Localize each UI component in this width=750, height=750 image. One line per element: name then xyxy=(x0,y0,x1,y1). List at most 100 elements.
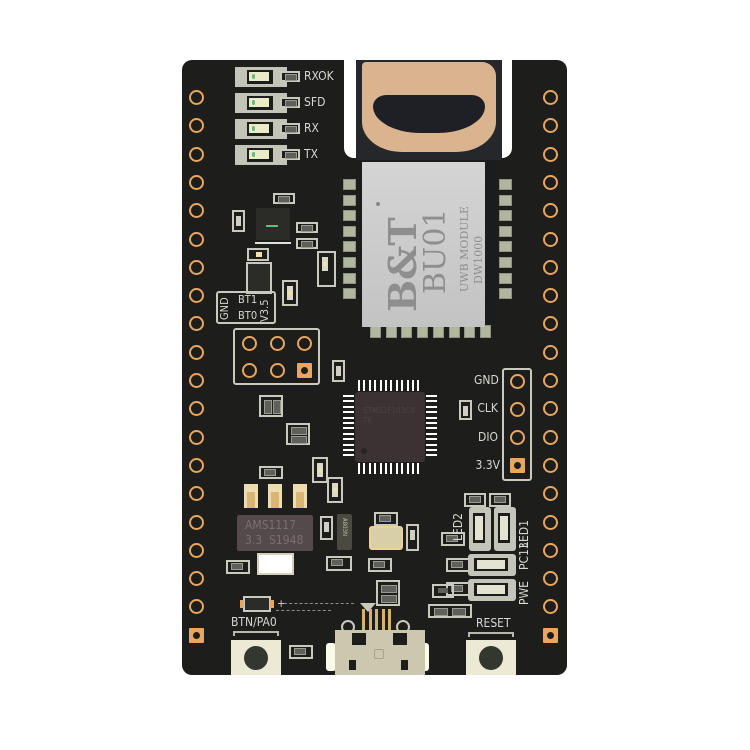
swd-pin-clk[interactable] xyxy=(510,402,525,417)
header-pin-square[interactable] xyxy=(543,627,558,643)
mcu-lead xyxy=(390,463,393,474)
mcu-lead xyxy=(358,463,360,474)
label-reset: RESET xyxy=(476,616,511,630)
module-pad xyxy=(499,210,512,222)
header-pin[interactable] xyxy=(189,90,204,105)
header-pin[interactable] xyxy=(543,174,558,190)
header-pin[interactable] xyxy=(189,457,204,473)
jumper-pin[interactable] xyxy=(270,336,285,351)
swd-header[interactable] xyxy=(502,368,532,481)
header-pin[interactable] xyxy=(543,259,558,275)
jumper-pin[interactable] xyxy=(242,363,257,378)
diode-pad xyxy=(270,600,274,608)
header-pin[interactable] xyxy=(189,118,204,134)
reset-button[interactable] xyxy=(466,640,516,675)
header-pin[interactable] xyxy=(543,457,558,473)
header-pin[interactable] xyxy=(543,571,558,587)
header-pin[interactable] xyxy=(543,118,558,134)
small-ic: A803N xyxy=(337,514,352,550)
header-pin[interactable] xyxy=(189,429,204,445)
mcu-lead xyxy=(379,463,382,474)
header-pin[interactable] xyxy=(543,203,558,219)
mcu-lead xyxy=(390,380,393,391)
mcu-lead xyxy=(343,454,354,457)
header-pin[interactable] xyxy=(543,90,558,105)
header-pin[interactable] xyxy=(189,146,204,162)
header-pin[interactable] xyxy=(543,542,558,558)
res xyxy=(434,608,448,616)
user-button[interactable] xyxy=(231,640,281,675)
jumper-pin-square[interactable] xyxy=(297,363,312,378)
mcu-lead xyxy=(426,427,437,430)
capacitor xyxy=(282,280,298,306)
header-pin[interactable] xyxy=(189,373,204,388)
jumper-pin[interactable] xyxy=(242,336,257,351)
led-2 xyxy=(469,507,491,551)
micro-usb-connector[interactable] xyxy=(335,630,425,675)
header-pin[interactable] xyxy=(189,486,204,502)
reg-tab xyxy=(293,484,307,508)
resistor-pair xyxy=(428,604,472,618)
header-pin[interactable] xyxy=(543,401,558,417)
mcu-lead xyxy=(426,405,437,408)
header-pin[interactable] xyxy=(189,599,204,615)
jumper-pin[interactable] xyxy=(270,363,285,378)
jumper-pin[interactable] xyxy=(297,336,312,351)
header-pin[interactable] xyxy=(543,599,558,615)
header-pin[interactable] xyxy=(189,514,204,530)
mcu-lead xyxy=(368,380,371,391)
mcu-lead xyxy=(417,380,420,391)
header-pin[interactable] xyxy=(543,486,558,502)
header-pin[interactable] xyxy=(543,288,558,304)
boot-jumper-label-box xyxy=(216,291,276,324)
mcu-lead xyxy=(426,422,437,424)
crystal xyxy=(369,526,403,550)
module-pad xyxy=(499,225,512,237)
header-pin[interactable] xyxy=(543,344,558,360)
resistor xyxy=(280,149,300,160)
header-pin[interactable] xyxy=(543,231,558,247)
header-pin[interactable] xyxy=(543,514,558,530)
mcu-lead xyxy=(343,432,354,435)
header-pin[interactable] xyxy=(189,231,204,247)
header-pin[interactable] xyxy=(543,146,558,162)
header-pin[interactable] xyxy=(543,429,558,445)
swd-pin-3v3[interactable] xyxy=(510,458,525,473)
antenna-cutout xyxy=(373,95,485,133)
res xyxy=(291,436,307,444)
resistor xyxy=(259,466,283,479)
header-pin[interactable] xyxy=(189,203,204,219)
module-pad xyxy=(343,179,356,190)
swd-pin-gnd[interactable] xyxy=(510,374,525,389)
header-pin[interactable] xyxy=(543,316,558,332)
boot-jumper-header[interactable] xyxy=(233,328,320,385)
reg-line1: AMS1117 xyxy=(245,518,297,532)
module-pad xyxy=(343,257,356,268)
button-cap[interactable] xyxy=(479,646,503,670)
usb-pin xyxy=(381,609,385,631)
diode xyxy=(246,262,272,294)
reg-body: AMS1117 3.3 S1948 xyxy=(237,515,313,551)
mcu-lead xyxy=(417,463,420,474)
capacitor xyxy=(317,251,336,287)
swd-pin-dio[interactable] xyxy=(510,430,525,445)
label-pwe: PWE xyxy=(517,580,531,605)
usb-pin xyxy=(375,609,378,631)
header-pin[interactable] xyxy=(189,401,204,417)
header-pin[interactable] xyxy=(189,344,204,360)
module-pad xyxy=(343,241,356,253)
header-pin[interactable] xyxy=(543,373,558,388)
header-pin-square[interactable] xyxy=(189,627,204,643)
header-pin[interactable] xyxy=(189,259,204,275)
header-pin[interactable] xyxy=(189,174,204,190)
usb-slot xyxy=(349,660,356,670)
header-pin[interactable] xyxy=(189,288,204,304)
header-pin[interactable] xyxy=(189,542,204,558)
header-pin[interactable] xyxy=(189,571,204,587)
header-pin[interactable] xyxy=(189,316,204,332)
button-cap[interactable] xyxy=(244,646,268,670)
resistor-pair xyxy=(376,580,400,606)
mcu-lead xyxy=(343,422,354,424)
usb-notch xyxy=(393,633,407,645)
reg-tab xyxy=(244,484,258,508)
